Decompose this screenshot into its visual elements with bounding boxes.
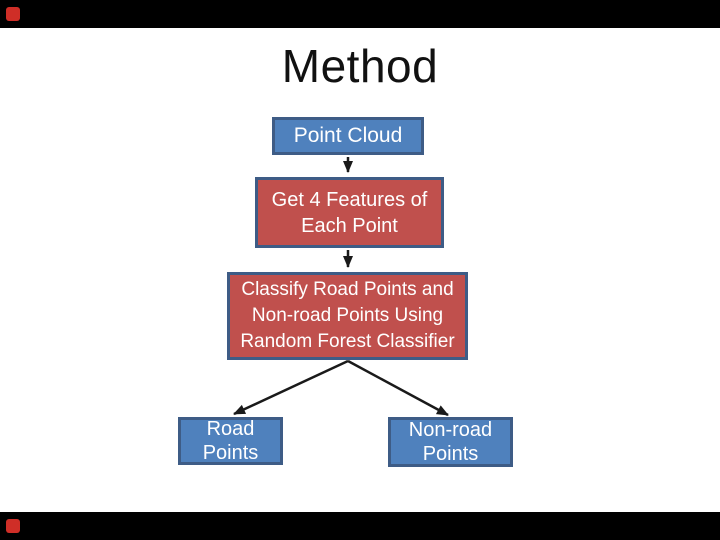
arrow-classify-to-nonroad (347, 359, 449, 417)
slideplayer-logo-icon (6, 519, 20, 533)
node-point-cloud: Point Cloud (272, 117, 424, 155)
slide-title: Method (281, 40, 439, 92)
node-non-road-points: Non-road Points (388, 417, 513, 467)
node-get-features: Get 4 Features of Each Point (255, 177, 444, 248)
node-non-road-points-label: Non-road Points (408, 419, 493, 465)
slideplayer-logo-icon (6, 7, 20, 21)
arrow-classify-to-road (233, 359, 349, 416)
node-classify: Classify Road Points and Non-road Points… (227, 272, 468, 360)
top-letterbox-bar (0, 0, 720, 28)
node-point-cloud-label: Point Cloud (293, 124, 403, 147)
node-get-features-label: Get 4 Features of Each Point (271, 188, 428, 237)
node-road-points: Road Points (178, 417, 283, 465)
node-road-points-label: Road Points (202, 418, 259, 464)
node-classify-label: Classify Road Points and Non-road Points… (240, 279, 455, 352)
bottom-letterbox-bar (0, 512, 720, 540)
